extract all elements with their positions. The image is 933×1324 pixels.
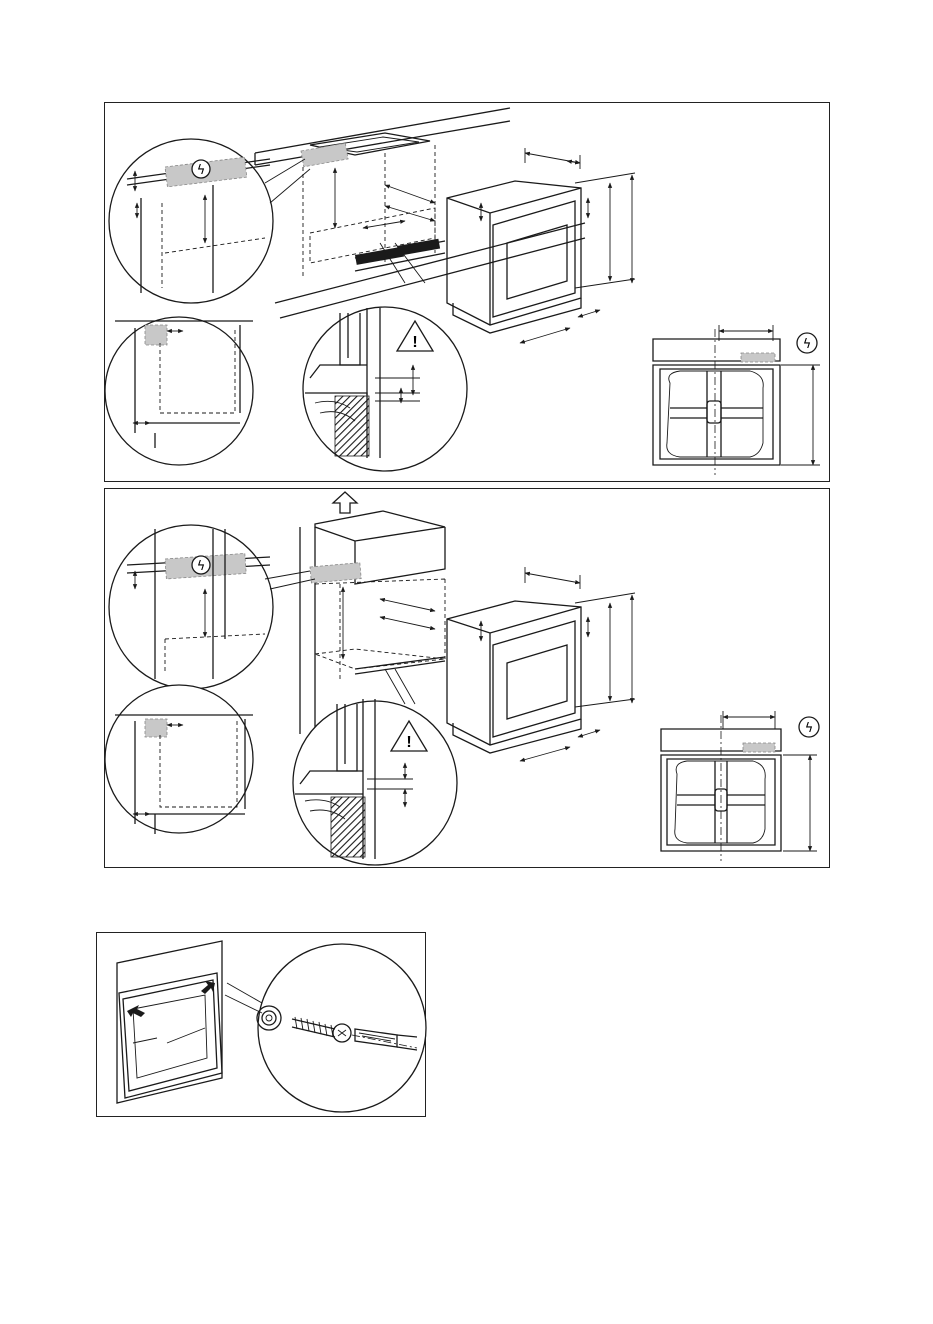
electric-symbol-glyph: ϟ — [197, 559, 206, 574]
electric-symbol-glyph: ϟ — [803, 337, 812, 352]
detail-circle-side — [105, 685, 253, 833]
vent-grille — [397, 239, 440, 256]
electric-symbol-glyph: ϟ — [197, 163, 206, 178]
detail-circle-screw — [258, 944, 426, 1112]
detail-circle-side — [105, 317, 253, 465]
figure-installation-under-worktop: ϟ ! — [104, 102, 830, 482]
side-view-oven: ϟ — [661, 711, 819, 861]
oven — [447, 567, 635, 761]
figure-installation-column: ϟ ! — [104, 488, 830, 868]
detail-circle-ventilation — [303, 307, 467, 471]
warning-glyph: ! — [412, 334, 417, 351]
up-arrow-icon — [333, 492, 357, 513]
detail-circle-electric — [109, 525, 273, 689]
oven — [447, 148, 635, 343]
electric-symbol-glyph: ϟ — [805, 721, 814, 736]
warning-glyph: ! — [406, 734, 411, 751]
figure-fixing-oven-screws — [96, 932, 426, 1117]
side-view-oven: ϟ — [653, 325, 820, 475]
